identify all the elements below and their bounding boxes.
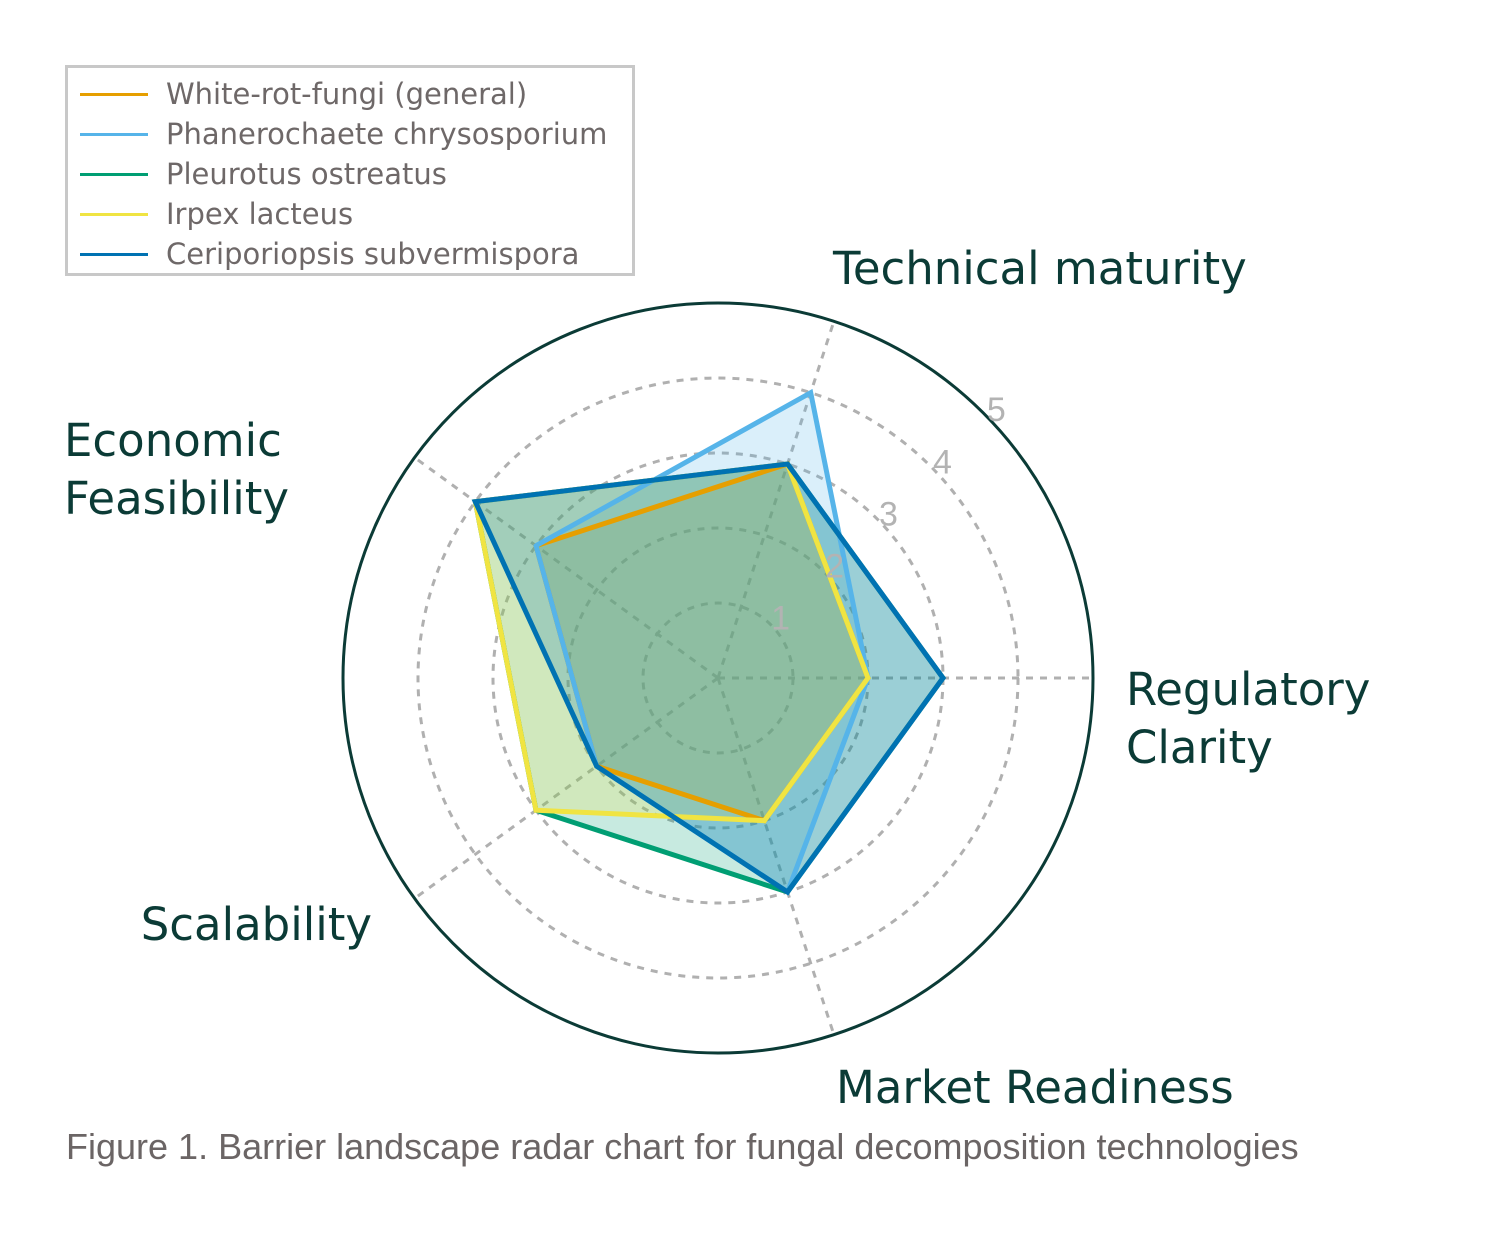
radial-tick-label: 2 <box>825 547 844 585</box>
legend-label: Irpex lacteus <box>166 197 354 231</box>
legend: White-rot-fungi (general) Phanerochaete c… <box>65 65 635 276</box>
outer-ring <box>341 301 1095 1055</box>
axis-label: Scalability <box>141 898 372 951</box>
radial-tick-label: 4 <box>933 443 952 481</box>
legend-item: White-rot-fungi (general) <box>80 74 527 114</box>
axis-label: Market Readiness <box>836 1061 1234 1114</box>
legend-item: Phanerochaete chrysosporium <box>80 114 607 154</box>
legend-swatch <box>80 212 148 216</box>
legend-item: Pleurotus ostreatus <box>80 154 447 194</box>
legend-swatch <box>80 252 148 256</box>
axis-spoke <box>716 677 836 1036</box>
figure-caption: Figure 1. Barrier landscape radar chart … <box>66 1126 1299 1167</box>
legend-label: White-rot-fungi (general) <box>166 77 528 111</box>
legend-label: Ceriporiopsis subvermispora <box>166 237 580 271</box>
radial-tick-label: 5 <box>987 391 1006 429</box>
legend-swatch <box>80 92 148 96</box>
radial-tick-label: 1 <box>771 600 790 638</box>
series-area-0 <box>535 464 868 821</box>
legend-item: Ceriporiopsis subvermispora <box>80 234 579 274</box>
legend-item: Irpex lacteus <box>80 194 353 234</box>
legend-label: Phanerochaete chrysosporium <box>166 117 608 151</box>
axis-label: Technical maturity <box>832 242 1247 295</box>
series-area-3 <box>475 464 868 821</box>
series-line-4 <box>471 461 947 896</box>
legend-label: Pleurotus ostreatus <box>166 157 447 191</box>
radial-tick-label: 3 <box>879 495 898 533</box>
legend-swatch <box>80 132 148 136</box>
axis-spoke <box>413 676 719 900</box>
axis-spoke <box>716 320 836 679</box>
axis-spoke <box>413 456 719 680</box>
legend-swatch <box>80 172 148 176</box>
